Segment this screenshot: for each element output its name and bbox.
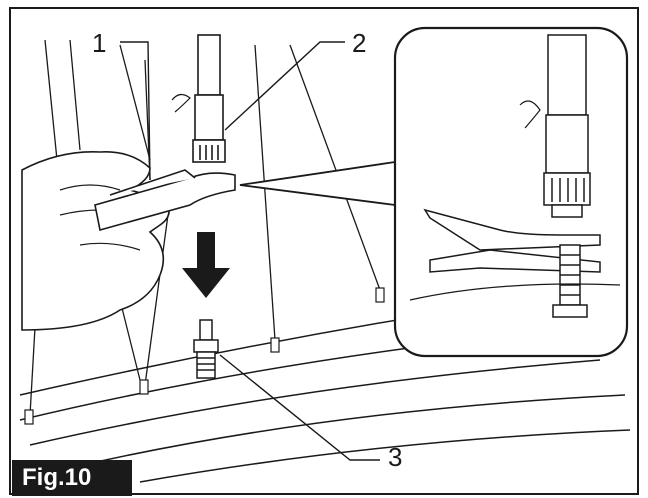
pump-hose xyxy=(171,93,191,113)
figure-frame xyxy=(9,7,639,495)
callout-3: 3 xyxy=(388,442,403,472)
pump-head xyxy=(94,34,236,232)
callout-1: 1 xyxy=(92,28,107,58)
zoom-pointer xyxy=(239,161,396,206)
arrow-down-icon xyxy=(182,232,230,298)
hand xyxy=(21,151,170,331)
spoke-nipples xyxy=(24,287,385,425)
callout-2: 2 xyxy=(352,28,367,58)
figure-label: Fig.10 xyxy=(12,460,132,496)
callout-leaders xyxy=(120,41,380,461)
inset-detail xyxy=(393,26,629,358)
valve-stem xyxy=(193,319,219,379)
